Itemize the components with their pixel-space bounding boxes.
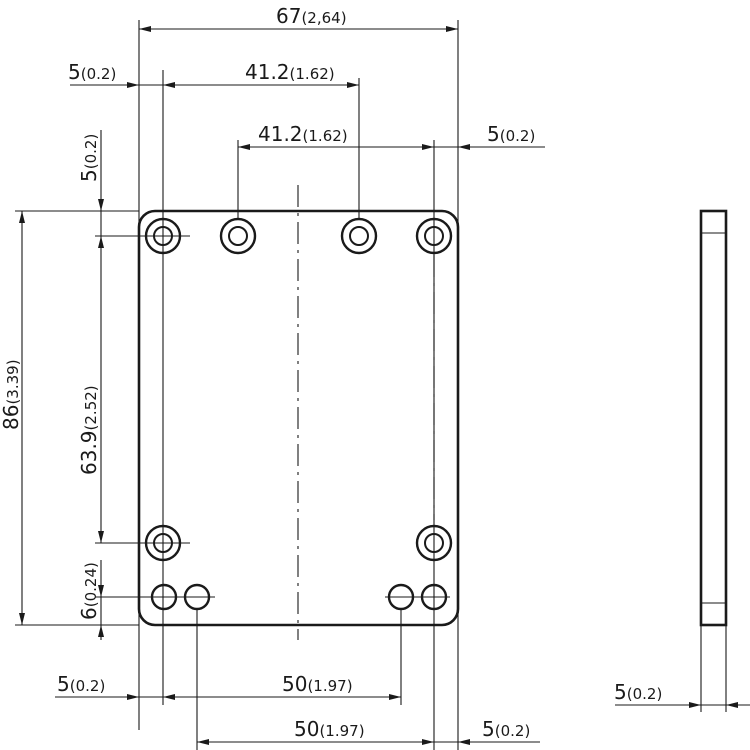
dim-offset-top-vertical: 5(0.2) (77, 134, 101, 182)
dim-thickness: 5(0.2) (614, 680, 662, 704)
counterbored-hole (340, 217, 378, 255)
dim-hole-span-upper: 41.2(1.62) (245, 60, 335, 84)
dim-hole-span-second: 41.2(1.62) (258, 122, 348, 146)
dim-overall-height: 86(3.39) (0, 359, 23, 430)
dim-offset-bottom-right: 5(0.2) (482, 717, 530, 741)
dim-offset-bottom-left: 5(0.2) (57, 672, 105, 696)
dim-bottom-span-lower: 50(1.97) (294, 717, 365, 741)
dim-bottom-span-upper: 50(1.97) (282, 672, 353, 696)
plate-side-view (699, 209, 728, 627)
dim-hole-span-vertical: 63.9(2.52) (77, 385, 101, 475)
dim-offset-top-left: 5(0.2) (68, 60, 116, 84)
dim-offset-top-right: 5(0.2) (487, 122, 535, 146)
counterbored-hole (219, 217, 257, 255)
dim-overall-width: 67(2,64) (276, 4, 347, 28)
dim-offset-bottom-vertical: 6(0.24) (77, 562, 101, 620)
